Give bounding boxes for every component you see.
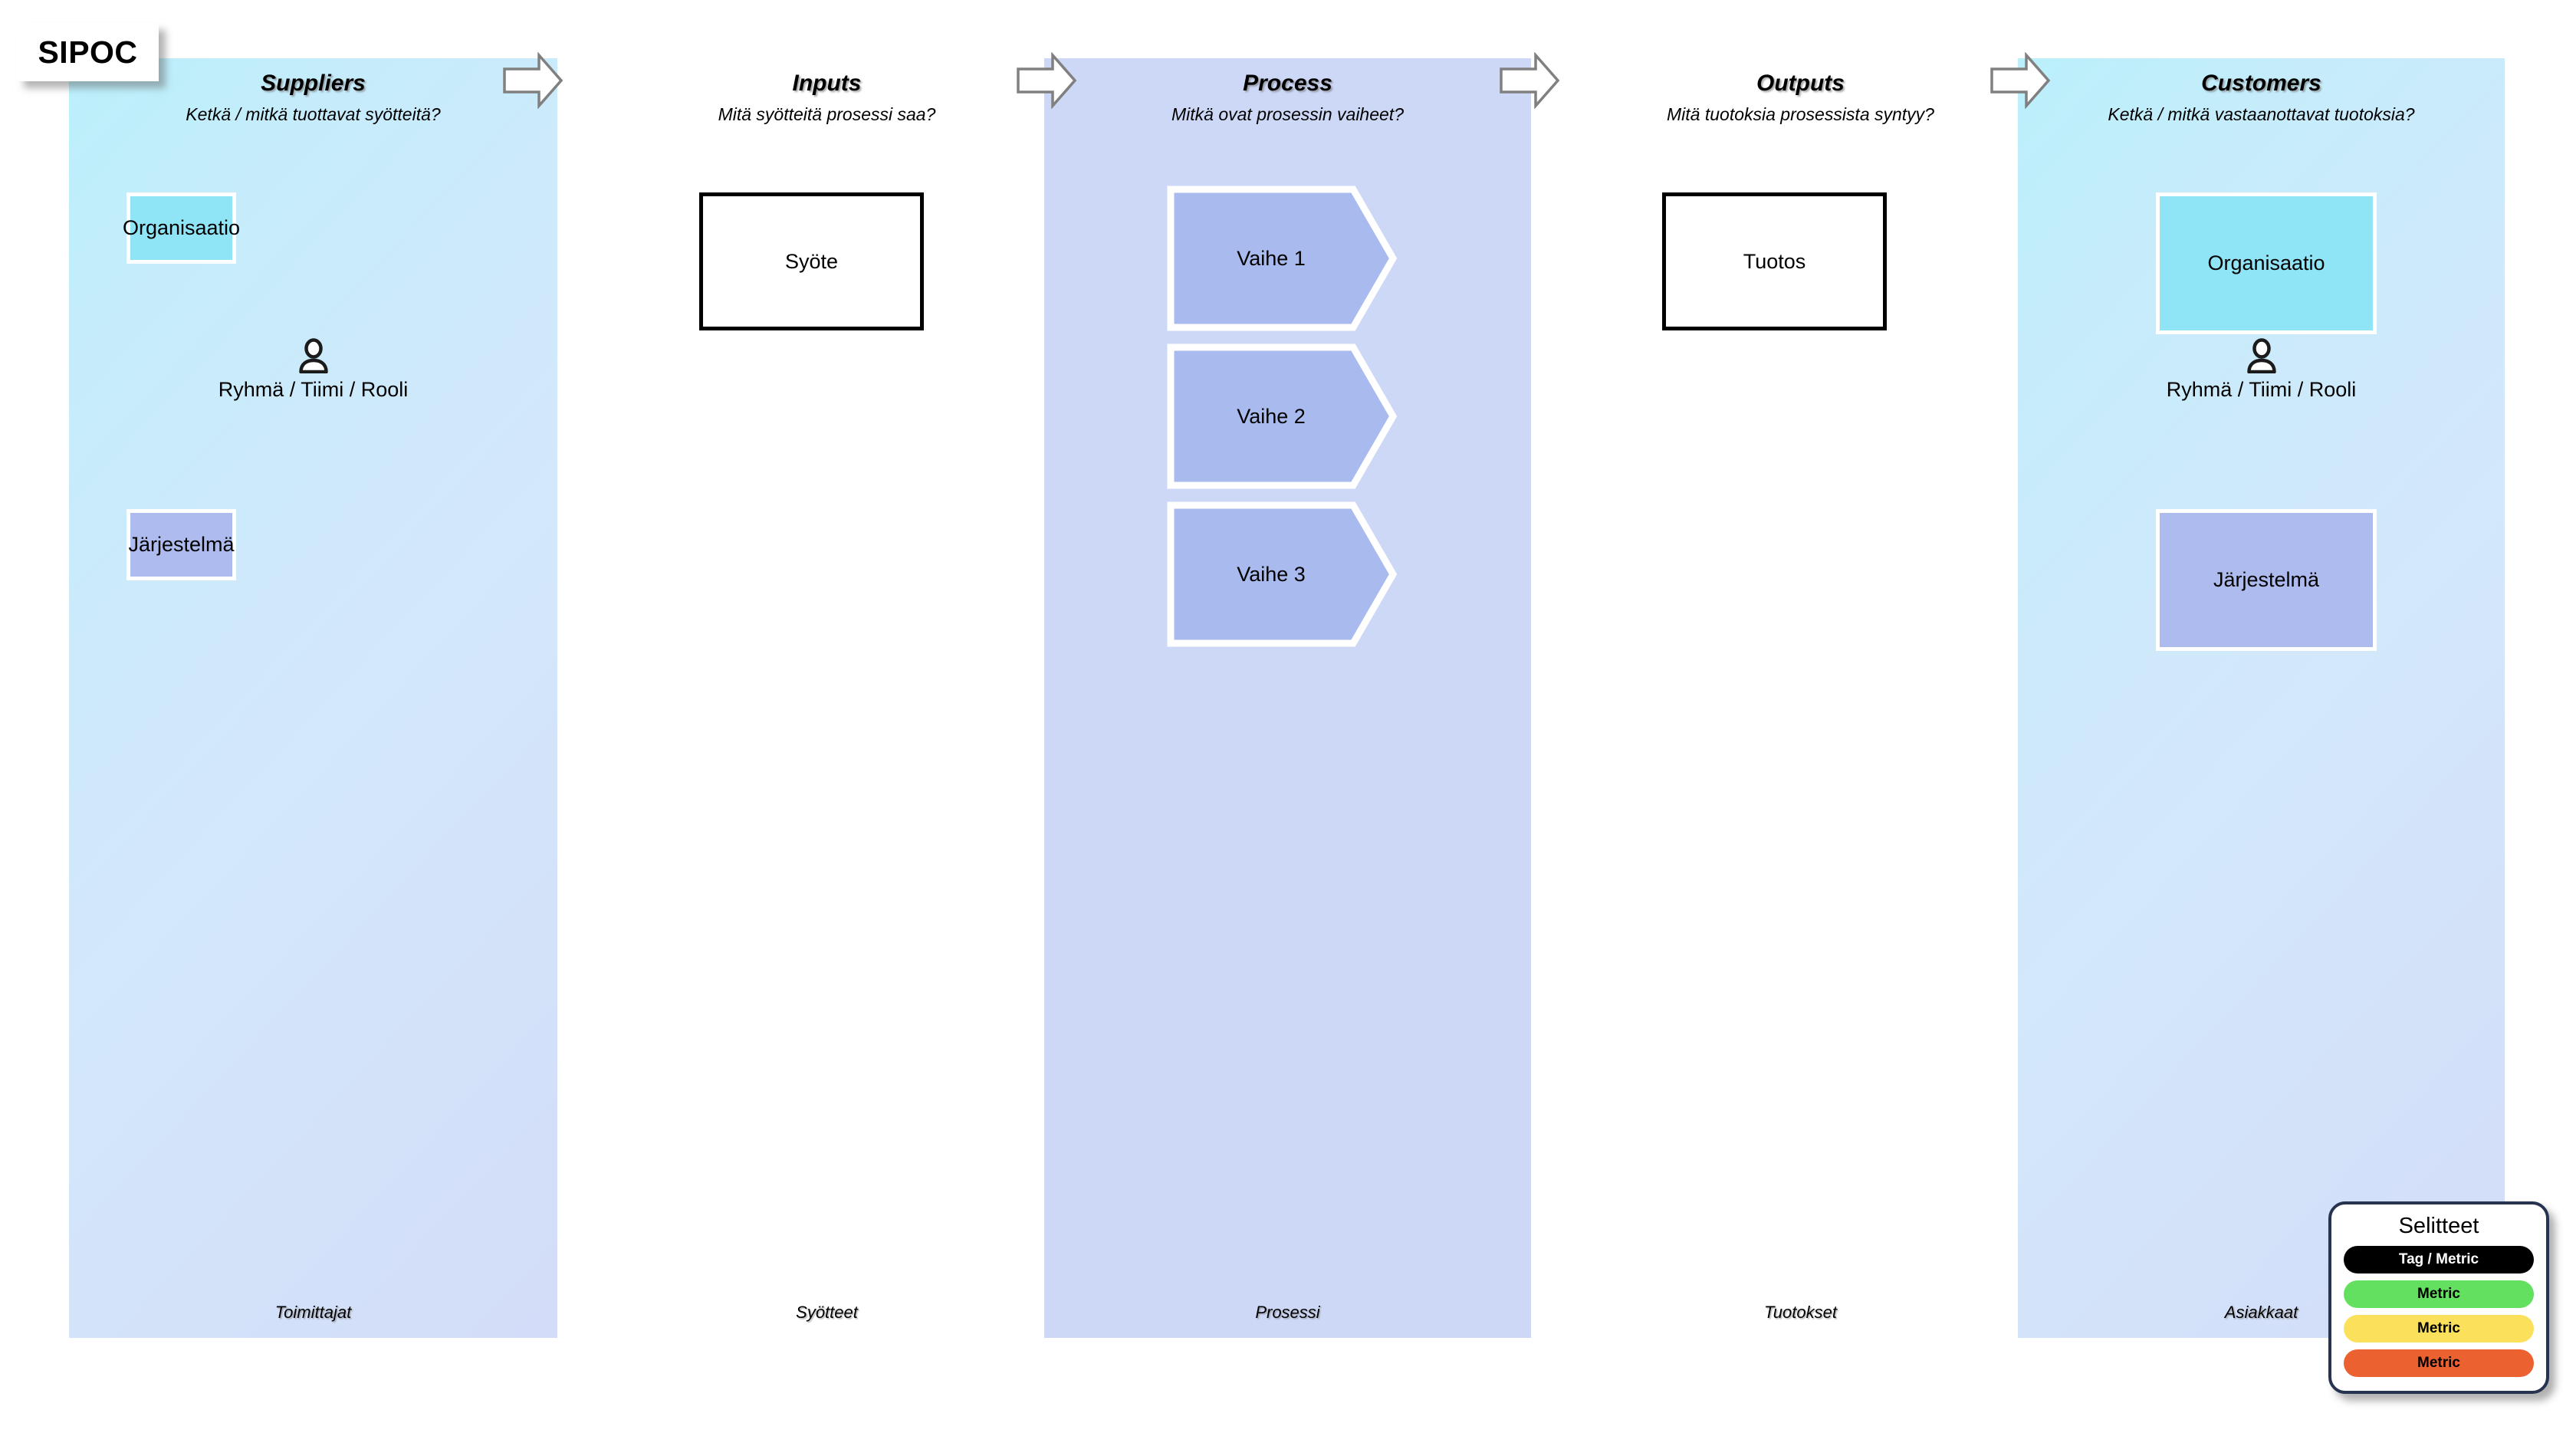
- sipoc-title-tab: SIPOC: [17, 23, 159, 81]
- column-title: Outputs: [1756, 71, 1845, 96]
- input-box[interactable]: Syöte: [699, 192, 924, 330]
- person-icon: [298, 338, 328, 373]
- flow-arrow-4: [1990, 52, 2051, 109]
- column-title: Process: [1243, 71, 1332, 96]
- column-footer-process: Prosessi: [1255, 1303, 1320, 1322]
- column-suppliers: Suppliers Ketkä / mitkä tuottavat syötte…: [69, 58, 557, 1338]
- sipoc-title-label: SIPOC: [38, 34, 138, 70]
- column-customers: Customers Ketkä / mitkä vastaanottavat t…: [2018, 58, 2505, 1338]
- customer-role-label: Ryhmä / Tiimi / Rooli: [2166, 378, 2357, 401]
- column-subtitle: Mitä tuotoksia prosessista syntyy?: [1667, 104, 1934, 124]
- output-box-label: Tuotos: [1743, 249, 1806, 273]
- column-header-inputs: Inputs Mitä syötteitä prosessi saa?: [583, 58, 1071, 124]
- customer-system-box[interactable]: Järjestelmä: [2156, 509, 2377, 651]
- customer-system-label: Järjestelmä: [2213, 568, 2320, 591]
- column-subtitle: Ketkä / mitkä vastaanottavat tuotoksia?: [2108, 104, 2415, 124]
- output-box[interactable]: Tuotos: [1662, 192, 1887, 330]
- column-inputs: Inputs Mitä syötteitä prosessi saa? Syöt…: [583, 58, 1071, 1338]
- process-step-label: Vaihe 2: [1237, 404, 1306, 428]
- column-title: Suppliers: [261, 71, 366, 96]
- chevron-shape: [1167, 501, 1397, 647]
- column-subtitle: Ketkä / mitkä tuottavat syötteitä?: [186, 104, 441, 124]
- supplier-system-box[interactable]: Järjestelmä: [127, 509, 236, 580]
- customer-role-block[interactable]: Ryhmä / Tiimi / Rooli: [2150, 338, 2373, 402]
- column-subtitle: Mitä syötteitä prosessi saa?: [718, 104, 936, 124]
- chevron-shape: [1167, 343, 1397, 489]
- legend-item-metric-orange[interactable]: Metric: [2344, 1349, 2534, 1377]
- legend-item-metric-yellow[interactable]: Metric: [2344, 1315, 2534, 1342]
- flow-arrow-1: [502, 52, 564, 109]
- person-icon: [2246, 338, 2276, 373]
- supplier-role-block[interactable]: Ryhmä / Tiimi / Rooli: [202, 338, 425, 402]
- column-footer-inputs: Syötteet: [796, 1303, 858, 1322]
- legend-item-label: Metric: [2417, 1320, 2460, 1336]
- column-header-outputs: Outputs Mitä tuotoksia prosessista synty…: [1556, 58, 2045, 124]
- process-step-2[interactable]: Vaihe 2: [1167, 343, 1397, 489]
- column-header-suppliers: Suppliers Ketkä / mitkä tuottavat syötte…: [69, 58, 557, 124]
- column-footer-outputs: Tuotokset: [1764, 1303, 1837, 1322]
- column-header-process: Process Mitkä ovat prosessin vaiheet?: [1044, 58, 1531, 124]
- flow-arrow-2: [1016, 52, 1077, 109]
- legend-item-label: Metric: [2417, 1355, 2460, 1371]
- column-title: Customers: [2201, 71, 2321, 96]
- supplier-organisation-box[interactable]: Organisaatio: [123, 192, 240, 264]
- right-arrow-icon: [1990, 52, 2051, 109]
- column-outputs: Outputs Mitä tuotoksia prosessista synty…: [1556, 58, 2045, 1338]
- legend-item-tag-metric[interactable]: Tag / Metric: [2344, 1246, 2534, 1273]
- right-arrow-icon: [1017, 52, 1077, 109]
- process-step-label: Vaihe 1: [1237, 246, 1306, 270]
- legend-item-label: Tag / Metric: [2398, 1251, 2479, 1267]
- legend-item-metric-green[interactable]: Metric: [2344, 1280, 2534, 1308]
- column-title: Inputs: [792, 71, 862, 96]
- right-arrow-icon: [503, 52, 564, 109]
- input-box-label: Syöte: [784, 249, 839, 273]
- column-process: Process Mitkä ovat prosessin vaiheet? Va…: [1044, 58, 1531, 1338]
- process-step-label: Vaihe 3: [1237, 562, 1306, 586]
- column-footer-suppliers: Toimittajat: [274, 1303, 352, 1322]
- legend-item-label: Metric: [2417, 1286, 2460, 1302]
- legend-panel: Selitteet Tag / Metric Metric Metric Met…: [2328, 1201, 2549, 1394]
- customer-organisation-label: Organisaatio: [2207, 251, 2325, 274]
- right-arrow-icon: [1500, 52, 1560, 109]
- supplier-role-label: Ryhmä / Tiimi / Rooli: [218, 378, 409, 401]
- customer-organisation-box[interactable]: Organisaatio: [2156, 192, 2377, 334]
- process-step-3[interactable]: Vaihe 3: [1167, 501, 1397, 647]
- column-footer-customers: Asiakkaat: [2224, 1303, 2298, 1322]
- legend-title: Selitteet: [2398, 1214, 2479, 1238]
- supplier-organisation-label: Organisaatio: [122, 216, 241, 239]
- supplier-system-label: Järjestelmä: [128, 533, 235, 556]
- column-header-customers: Customers Ketkä / mitkä vastaanottavat t…: [2018, 58, 2505, 124]
- process-step-1[interactable]: Vaihe 1: [1167, 186, 1397, 331]
- column-subtitle: Mitkä ovat prosessin vaiheet?: [1171, 104, 1404, 124]
- chevron-shape: [1167, 186, 1397, 331]
- flow-arrow-3: [1499, 52, 1560, 109]
